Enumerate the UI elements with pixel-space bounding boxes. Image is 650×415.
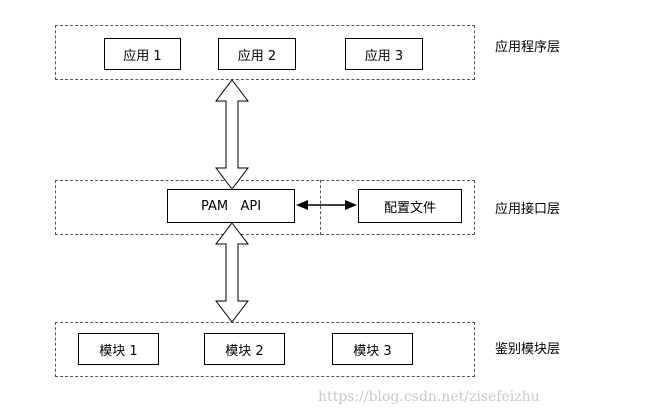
- module-3-box: 模块 3: [332, 333, 413, 365]
- double-arrow-api-to-modules: [214, 222, 250, 323]
- config-file-box: 配置文件: [358, 189, 462, 223]
- pam-api-box: PAM API: [167, 189, 295, 223]
- auth-layer-label: 鉴别模块层: [495, 342, 561, 357]
- interface-layer-divider: [320, 180, 321, 235]
- app-1-box: 应用 1: [104, 38, 181, 70]
- app-2-box: 应用 2: [218, 38, 296, 70]
- double-arrow-api-to-config: [296, 200, 357, 210]
- application-layer-label: 应用程序层: [495, 40, 561, 55]
- module-2-box: 模块 2: [204, 333, 285, 365]
- app-3-box: 应用 3: [345, 38, 423, 70]
- interface-layer-label: 应用接口层: [495, 202, 561, 217]
- double-arrow-app-to-api: [214, 79, 250, 190]
- module-1-box: 模块 1: [78, 333, 159, 365]
- watermark-url: https://blog.csdn.net/zisefeizhu: [318, 389, 540, 405]
